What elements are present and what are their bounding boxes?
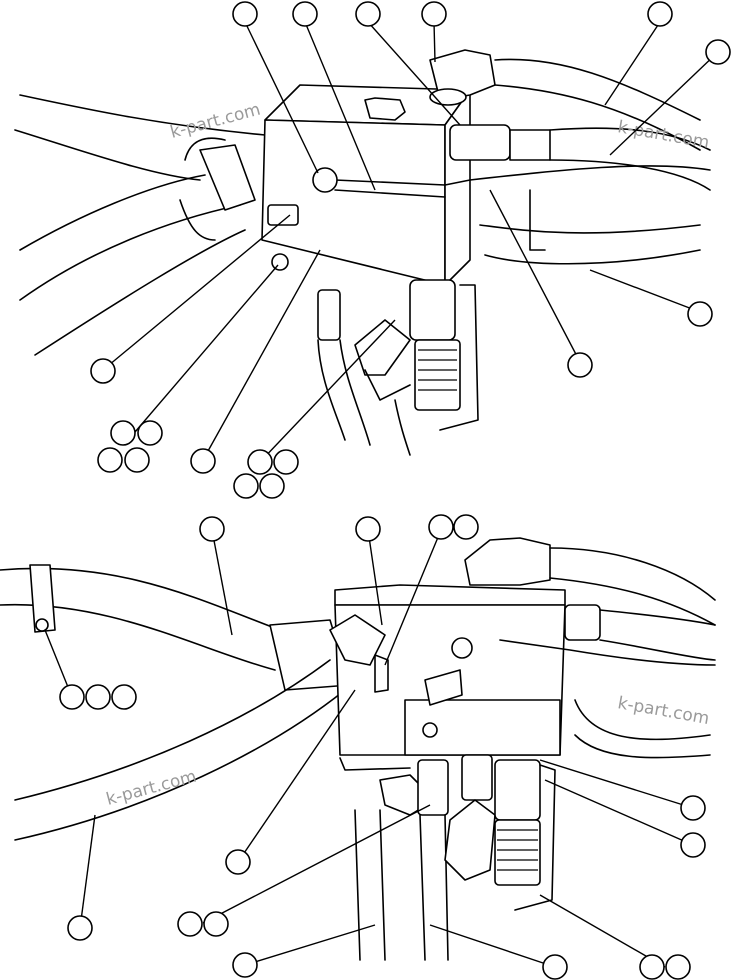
callout-circle (59, 684, 85, 710)
callout-circle (680, 832, 706, 858)
watermark-text: k-part.com (616, 693, 711, 729)
callout-circle (542, 954, 568, 980)
callout-circle (680, 795, 706, 821)
callout-circle (259, 473, 285, 499)
callout-circle (232, 1, 258, 27)
callout-circle (273, 449, 299, 475)
watermark-text: k-part.com (168, 100, 263, 143)
top-view (14, 49, 711, 456)
callout-circle (687, 301, 713, 327)
callout-circle (233, 473, 259, 499)
bottom-view (0, 537, 716, 961)
callout-circle (110, 420, 136, 446)
callout-circle (421, 1, 447, 27)
callout-circle (111, 684, 137, 710)
callout-circles (59, 1, 731, 980)
callout-circle (190, 448, 216, 474)
callout-circle (567, 352, 593, 378)
callout-circle (232, 952, 258, 978)
callout-circle (203, 911, 229, 937)
callout-circle (647, 1, 673, 27)
callout-circle (705, 39, 731, 65)
callout-circle (247, 449, 273, 475)
callout-circle (199, 516, 225, 542)
callout-circle (225, 849, 251, 875)
callout-circle (639, 954, 665, 980)
callout-circle (355, 516, 381, 542)
callout-circle (90, 358, 116, 384)
callout-circle (428, 514, 454, 540)
leader-lines (44, 21, 719, 968)
watermark-text: k-part.com (104, 767, 199, 810)
callout-circle (292, 1, 318, 27)
callout-circle (97, 447, 123, 473)
callout-circle (453, 514, 479, 540)
callout-circle (85, 684, 111, 710)
callout-circle (124, 447, 150, 473)
callout-circle (177, 911, 203, 937)
callout-circle (67, 915, 93, 941)
callout-circle (355, 1, 381, 27)
callout-circle (665, 954, 691, 980)
callout-circle (137, 420, 163, 446)
